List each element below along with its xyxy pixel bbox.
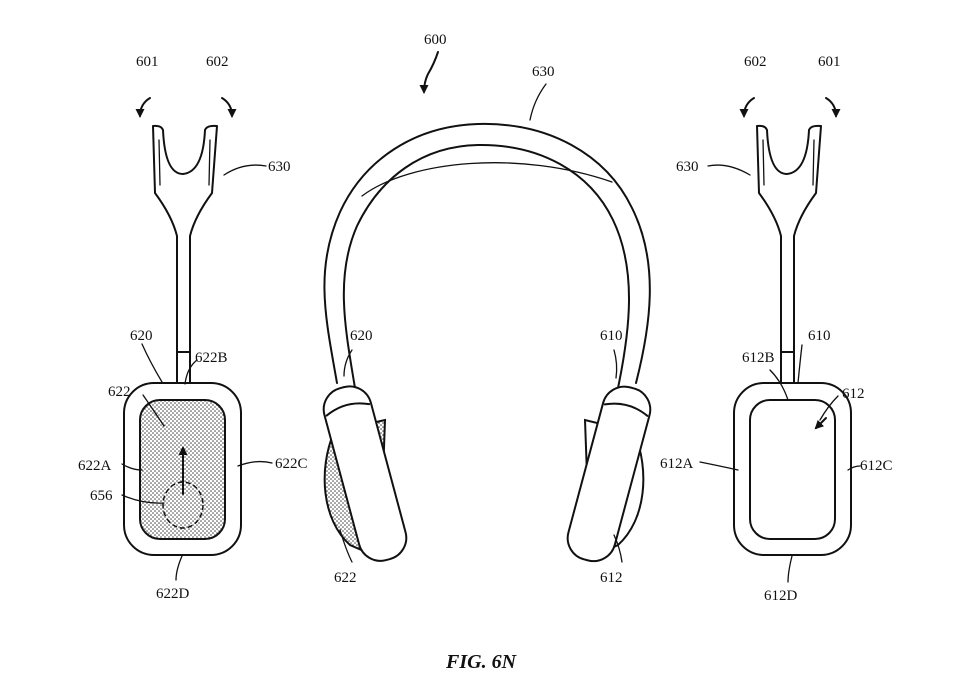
left-earcup-620 bbox=[322, 385, 408, 562]
label-620-center: 620 bbox=[350, 328, 373, 344]
label-612B: 612B bbox=[742, 350, 775, 366]
label-622A: 622A bbox=[78, 458, 112, 474]
label-602-left: 602 bbox=[206, 54, 229, 70]
label-600: 600 bbox=[424, 32, 447, 48]
label-630-center: 630 bbox=[532, 64, 555, 80]
label-622-left: 622 bbox=[108, 384, 131, 400]
label-601-right: 601 bbox=[818, 54, 841, 70]
right-yoke bbox=[756, 124, 822, 353]
label-610-right: 610 bbox=[808, 328, 831, 344]
label-602-right: 602 bbox=[744, 54, 767, 70]
label-610-center: 610 bbox=[600, 328, 623, 344]
label-612-right: 612 bbox=[842, 386, 865, 402]
reference-labels: 600 601 602 630 630 620 622B 622 622A 62… bbox=[78, 32, 893, 604]
left-earcup-side-view bbox=[121, 97, 273, 581]
label-622D: 622D bbox=[156, 586, 190, 602]
label-620-left: 620 bbox=[130, 328, 153, 344]
right-cushion-612 bbox=[749, 399, 836, 540]
label-622-center: 622 bbox=[334, 570, 357, 586]
label-612-center: 612 bbox=[600, 570, 623, 586]
headphones-front-view bbox=[322, 51, 652, 563]
label-612A: 612A bbox=[660, 456, 694, 472]
label-656: 656 bbox=[90, 488, 113, 504]
left-yoke-groove bbox=[158, 139, 161, 186]
headband-630 bbox=[323, 122, 651, 384]
left-yoke bbox=[152, 124, 218, 353]
label-612C: 612C bbox=[860, 458, 893, 474]
label-630-left: 630 bbox=[268, 159, 291, 175]
figure-caption: FIG. 6N bbox=[445, 651, 518, 673]
label-612D: 612D bbox=[764, 588, 798, 604]
right-earcup-side-view bbox=[699, 97, 861, 583]
label-601-left: 601 bbox=[136, 54, 159, 70]
label-622B: 622B bbox=[195, 350, 228, 366]
right-earcup-610 bbox=[566, 385, 652, 563]
label-622C: 622C bbox=[275, 456, 308, 472]
label-630-right: 630 bbox=[676, 159, 699, 175]
